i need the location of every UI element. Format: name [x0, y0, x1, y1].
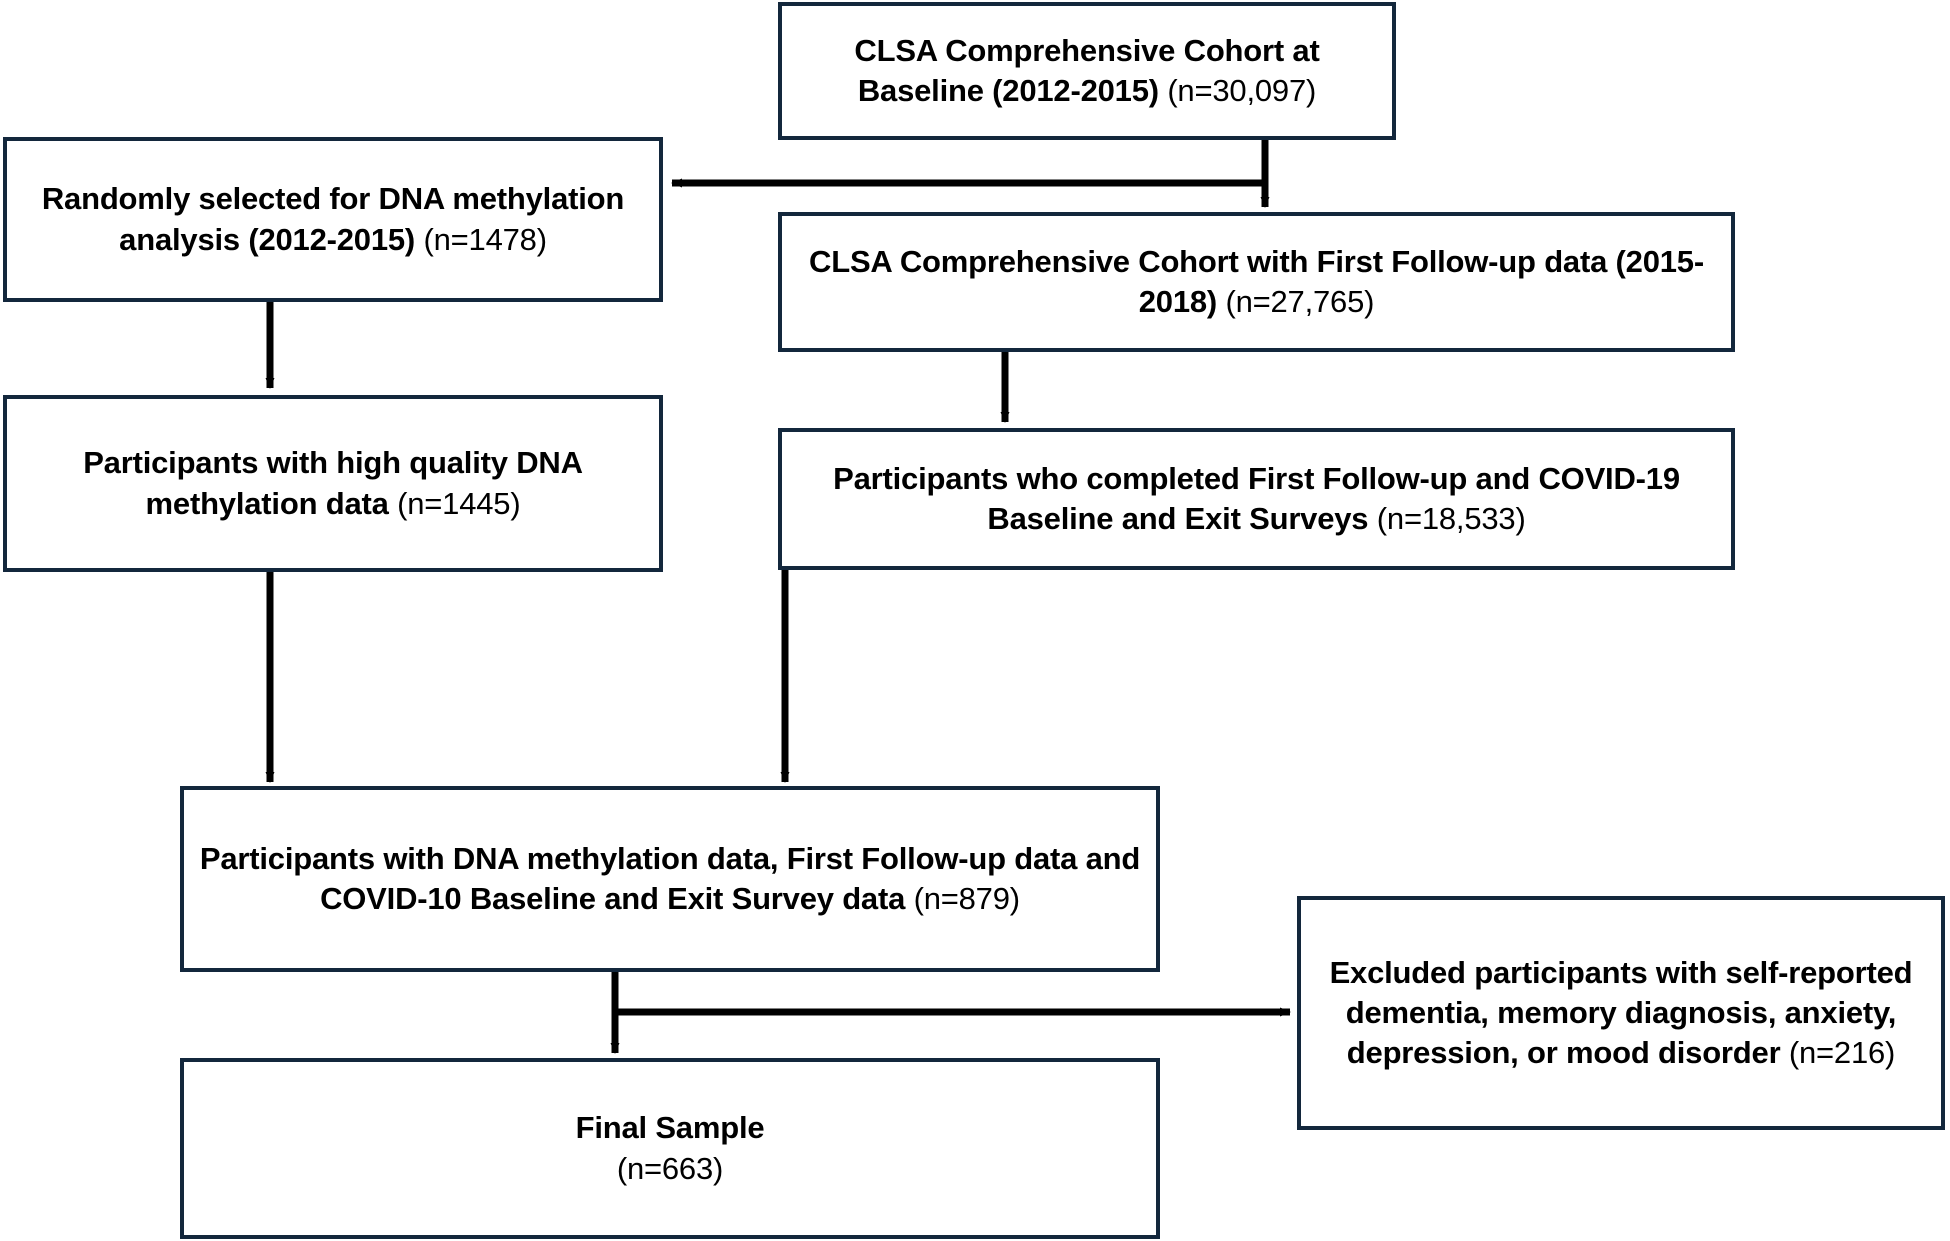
excluded-participants-count: (n=216) — [1788, 1035, 1896, 1071]
combined-data-box[interactable]: Participants with DNA methylation data, … — [180, 786, 1160, 972]
clsa-first-followup-cohort-box[interactable]: CLSA Comprehensive Cohort with First Fol… — [778, 212, 1735, 352]
randomly-selected-dna-count: (n=1478) — [423, 221, 547, 257]
edge-combined-to-excluded — [611, 972, 1291, 1017]
high-quality-dna-methylation-text: Participants with high quality DNA methy… — [21, 443, 645, 524]
clsa-first-followup-cohort-text: CLSA Comprehensive Cohort with First Fol… — [796, 242, 1717, 323]
clsa-baseline-cohort-box[interactable]: CLSA Comprehensive Cohort at Baseline (2… — [778, 2, 1396, 140]
excluded-participants-text: Excluded participants with self-reported… — [1315, 953, 1927, 1074]
clsa-baseline-cohort-text: CLSA Comprehensive Cohort at Baseline (2… — [796, 31, 1378, 112]
edge-baseline-to-randomly-selected — [671, 140, 1269, 188]
high-quality-dna-methylation-box[interactable]: Participants with high quality DNA methy… — [3, 395, 663, 572]
clsa-first-followup-cohort-count: (n=27,765) — [1225, 284, 1375, 319]
final-sample-count: (n=663) — [616, 1150, 724, 1186]
combined-data-label: Participants with DNA methylation data, … — [199, 840, 1141, 916]
completed-surveys-count: (n=18,533) — [1376, 501, 1526, 536]
clsa-first-followup-cohort-label: CLSA Comprehensive Cohort with First Fol… — [809, 243, 1704, 319]
completed-surveys-box[interactable]: Participants who completed First Follow-… — [778, 428, 1735, 570]
completed-surveys-label: Participants who completed First Follow-… — [833, 460, 1680, 536]
final-sample-text: Final Sample (n=663) — [576, 1108, 765, 1189]
clsa-baseline-cohort-label: CLSA Comprehensive Cohort at Baseline (2… — [854, 32, 1320, 108]
randomly-selected-dna-label: Randomly selected for DNA methylation an… — [41, 181, 625, 257]
excluded-participants-label: Excluded participants with self-reported… — [1329, 954, 1913, 1071]
combined-data-count: (n=879) — [913, 881, 1021, 916]
completed-surveys-text: Participants who completed First Follow-… — [796, 459, 1717, 540]
high-quality-dna-methylation-count: (n=1445) — [397, 485, 521, 521]
combined-data-text: Participants with DNA methylation data, … — [198, 839, 1142, 920]
final-sample-label: Final Sample — [575, 1110, 765, 1146]
high-quality-dna-methylation-label: Participants with high quality DNA methy… — [83, 445, 583, 521]
excluded-participants-box[interactable]: Excluded participants with self-reported… — [1297, 896, 1945, 1130]
randomly-selected-dna-box[interactable]: Randomly selected for DNA methylation an… — [3, 137, 663, 302]
clsa-baseline-cohort-count: (n=30,097) — [1167, 73, 1317, 108]
randomly-selected-dna-text: Randomly selected for DNA methylation an… — [21, 179, 645, 260]
final-sample-box[interactable]: Final Sample (n=663) — [180, 1058, 1160, 1239]
